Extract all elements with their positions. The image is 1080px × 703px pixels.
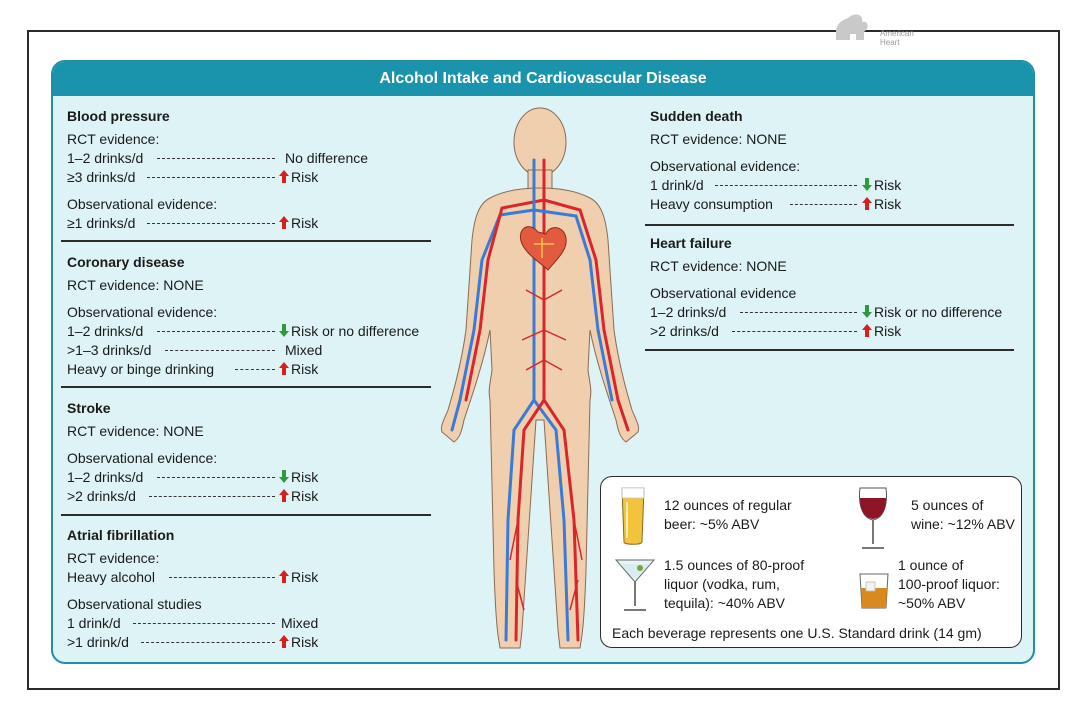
blood-pressure-heading: Blood pressure bbox=[67, 108, 170, 124]
leader-line bbox=[149, 496, 275, 497]
heart-icon bbox=[520, 226, 567, 271]
afib-row1-dose: Heavy alcohol bbox=[67, 569, 155, 585]
coronary-row1-dose: 1–2 drinks/d bbox=[67, 323, 144, 339]
coronary-row2-result: Mixed bbox=[285, 342, 323, 358]
afib-row3-dose: >1 drink/d bbox=[67, 634, 129, 650]
up-arrow-icon bbox=[862, 197, 872, 210]
up-arrow-icon bbox=[279, 362, 289, 375]
afib-row2-result: Mixed bbox=[281, 615, 319, 631]
stroke-heading: Stroke bbox=[67, 400, 111, 416]
leader-line bbox=[157, 477, 275, 478]
coronary-row3-dose: Heavy or binge drinking bbox=[67, 361, 215, 377]
sd-row1-dose: 1 drink/d bbox=[650, 177, 704, 193]
divider bbox=[645, 349, 1014, 351]
bp-row1-result: No difference bbox=[285, 150, 369, 166]
divider bbox=[61, 514, 431, 516]
standard-drink-legend bbox=[600, 476, 1022, 648]
leader-line bbox=[169, 577, 275, 578]
down-arrow-icon bbox=[862, 178, 872, 191]
hf-rct-label: RCT evidence: NONE bbox=[650, 258, 787, 274]
bp-row2-dose: ≥3 drinks/d bbox=[67, 169, 136, 185]
stroke-row2-dose: >2 drinks/d bbox=[67, 488, 136, 504]
up-arrow-icon bbox=[279, 170, 289, 183]
hf-row2-dose: >2 drinks/d bbox=[650, 323, 719, 339]
leader-line bbox=[157, 158, 275, 159]
afib-rct-label: RCT evidence: bbox=[67, 550, 160, 566]
coronary-row2-dose: >1–3 drinks/d bbox=[67, 342, 152, 358]
divider bbox=[61, 240, 431, 242]
panel-title: Alcohol Intake and Cardiovascular Diseas… bbox=[53, 62, 1033, 96]
leader-line bbox=[157, 331, 275, 332]
leader-line bbox=[165, 350, 275, 351]
human-circulatory-illustration bbox=[441, 107, 639, 649]
up-arrow-icon bbox=[862, 324, 872, 337]
beer-glass-icon bbox=[621, 487, 645, 545]
beer-description: 12 ounces of regular beer: ~5% ABV bbox=[664, 497, 792, 532]
leader-line bbox=[133, 623, 275, 624]
wine-glass-icon bbox=[859, 487, 887, 549]
stroke-row1-dose: 1–2 drinks/d bbox=[67, 469, 144, 485]
down-arrow-icon bbox=[279, 470, 289, 483]
leader-line bbox=[732, 331, 857, 332]
afib-row2-dose: 1 drink/d bbox=[67, 615, 121, 631]
bp-row2-result: Risk bbox=[291, 169, 319, 185]
up-arrow-icon bbox=[279, 635, 289, 648]
coronary-row1-result: Risk or no difference bbox=[291, 323, 420, 339]
stroke-obs-label: Observational evidence: bbox=[67, 450, 218, 466]
sd-row2-dose: Heavy consumption bbox=[650, 196, 773, 212]
sudden-death-heading: Sudden death bbox=[650, 108, 743, 124]
hf-obs-label: Observational evidence bbox=[650, 285, 797, 301]
stroke-row1-result: Risk bbox=[291, 469, 319, 485]
down-arrow-icon bbox=[279, 324, 289, 337]
coronary-obs-label: Observational evidence: bbox=[67, 304, 218, 320]
coronary-rct-label: RCT evidence: NONE bbox=[67, 277, 204, 293]
heart-failure-heading: Heart failure bbox=[650, 235, 732, 251]
stroke-rct-label: RCT evidence: NONE bbox=[67, 423, 204, 439]
hf-row1-dose: 1–2 drinks/d bbox=[650, 304, 727, 320]
aha-logo bbox=[836, 14, 868, 40]
divider bbox=[61, 386, 431, 388]
bp-row3-dose: ≥1 drinks/d bbox=[67, 215, 136, 231]
bp-row3-result: Risk bbox=[291, 215, 319, 231]
martini-glass-icon bbox=[614, 559, 656, 611]
divider bbox=[645, 224, 1014, 226]
up-arrow-icon bbox=[279, 216, 289, 229]
sd-rct-label: RCT evidence: NONE bbox=[650, 131, 787, 147]
sd-obs-label: Observational evidence: bbox=[650, 158, 801, 174]
hf-row1-result: Risk or no difference bbox=[874, 304, 1003, 320]
afib-obs-label: Observational studies bbox=[67, 596, 202, 612]
afib-row1-result: Risk bbox=[291, 569, 319, 585]
leader-line bbox=[235, 369, 275, 370]
afib-heading: Atrial fibrillation bbox=[67, 527, 175, 543]
bp-rct-label: RCT evidence: bbox=[67, 131, 160, 147]
stroke-row2-result: Risk bbox=[291, 488, 319, 504]
leader-line bbox=[740, 312, 857, 313]
liquor80-description: 1.5 ounces of 80-proof liquor (vodka, ru… bbox=[664, 557, 805, 611]
leader-line bbox=[147, 177, 275, 178]
afib-row3-result: Risk bbox=[291, 634, 319, 650]
leader-line bbox=[715, 185, 857, 186]
up-arrow-icon bbox=[279, 570, 289, 583]
down-arrow-icon bbox=[862, 305, 872, 318]
hf-row2-result: Risk bbox=[874, 323, 902, 339]
leader-line bbox=[147, 223, 275, 224]
leader-line bbox=[141, 642, 275, 643]
whiskey-glass-icon bbox=[859, 573, 889, 609]
sd-row2-result: Risk bbox=[874, 196, 902, 212]
bp-row1-dose: 1–2 drinks/d bbox=[67, 150, 144, 166]
sd-row1-result: Risk bbox=[874, 177, 902, 193]
standard-drink-footnote: Each beverage represents one U.S. Standa… bbox=[612, 625, 982, 641]
up-arrow-icon bbox=[279, 489, 289, 502]
leader-line bbox=[790, 204, 857, 205]
coronary-row3-result: Risk bbox=[291, 361, 319, 377]
coronary-heading: Coronary disease bbox=[67, 254, 185, 270]
liquor100-description: 1 ounce of 100-proof liquor: ~50% ABV bbox=[898, 557, 1000, 611]
bp-obs-label: Observational evidence: bbox=[67, 196, 218, 212]
wine-description: 5 ounces of wine: ~12% ABV bbox=[911, 497, 1015, 532]
